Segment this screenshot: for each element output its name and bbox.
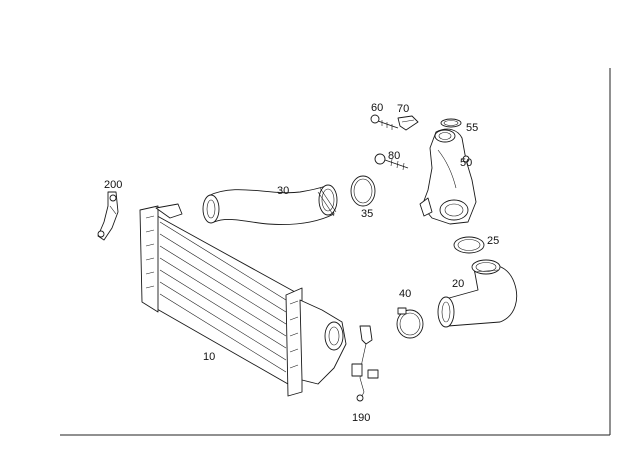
part-55-o-ring[interactable] <box>440 118 462 128</box>
callout-200: 200 <box>104 179 122 191</box>
callout-55: 55 <box>466 122 478 134</box>
callout-60: 60 <box>371 102 383 114</box>
callout-35: 35 <box>361 208 373 220</box>
callout-40: 40 <box>399 288 411 300</box>
callout-70: 70 <box>397 103 409 115</box>
callout-10: 10 <box>203 351 215 363</box>
callout-30: 30 <box>277 185 289 197</box>
callout-25: 25 <box>487 235 499 247</box>
callout-50: 50 <box>460 157 472 169</box>
part-70-clip[interactable] <box>397 115 419 131</box>
part-20-charge-air-hose[interactable] <box>437 259 518 328</box>
callout-20: 20 <box>452 278 464 290</box>
part-80-bolt[interactable] <box>374 153 409 171</box>
part-25-gasket[interactable] <box>453 236 485 254</box>
part-35-sealing-ring[interactable] <box>350 175 376 207</box>
part-190-sensor-wiring[interactable] <box>351 325 379 402</box>
part-60-screw[interactable] <box>370 114 399 130</box>
callout-190: 190 <box>352 412 370 424</box>
part-30-charge-air-hose[interactable] <box>202 184 338 225</box>
part-40-hose-clamp[interactable] <box>396 307 424 339</box>
callout-80: 80 <box>388 150 400 162</box>
part-50-elbow-housing[interactable] <box>419 128 477 225</box>
part-10-intercooler[interactable] <box>139 203 347 397</box>
part-200-bracket[interactable] <box>97 191 119 241</box>
